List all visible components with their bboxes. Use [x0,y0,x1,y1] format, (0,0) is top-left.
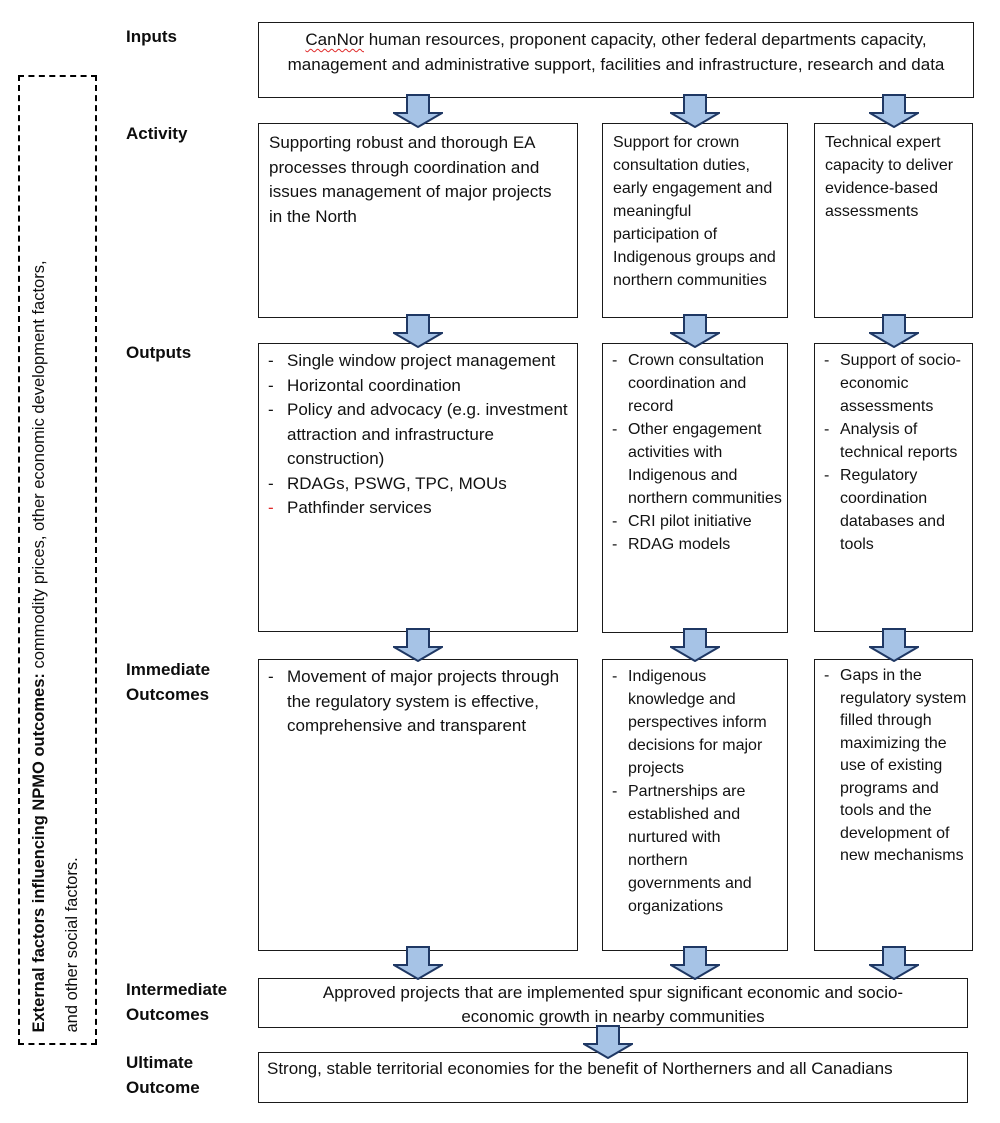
outputs-box-1: - Single window project management - Hor… [258,343,578,632]
activity-text-2: Support for crown consultation duties, e… [613,134,776,289]
bullet-text: Horizontal coordination [287,375,461,395]
label-outputs: Outputs [126,343,192,362]
bullet-text: CRI pilot initiative [628,513,752,530]
down-arrow-icon [667,946,723,981]
external-factors-box [18,75,97,1045]
bullet-text: Indigenous knowledge and perspectives in… [628,668,767,777]
down-arrow-icon [667,628,723,663]
label-immediate: Immediate Outcomes [126,660,211,704]
list-item: - Horizontal coordination [265,374,573,399]
list-item: - Partnerships are established and nurtu… [609,780,783,918]
label-inputs: Inputs [126,27,177,46]
list-item: - Policy and advocacy (e.g. investment a… [265,398,573,472]
bullet-text: Regulatory coordination databases and to… [840,467,945,553]
list-item: - Crown consultation coordination and re… [609,349,783,418]
label-ultimate: Ultimate Outcome [126,1053,200,1097]
down-arrow-icon [667,94,723,129]
immediate-box-2: - Indigenous knowledge and perspectives … [602,659,788,951]
bullet-dash: - [268,351,274,370]
immediate-box-1: - Movement of major projects through the… [258,659,578,951]
list-item: - RDAGs, PSWG, TPC, MOUs [265,472,573,497]
down-arrow-icon [390,946,446,981]
list-item: - Pathfinder services [265,496,573,521]
bullet-dash: - [824,667,830,684]
immediate-box-3: - Gaps in the regulatory system filled t… [814,659,973,951]
list-item: - Analysis of technical reports [821,418,968,464]
bullet-text: RDAG models [628,536,731,553]
bullet-text: Partnerships are established and nurture… [628,783,752,915]
bullet-dash: - [612,352,618,369]
down-arrow-icon [667,314,723,349]
list-item: - Indigenous knowledge and perspectives … [609,665,783,780]
ultimate-box: Strong, stable territorial economies for… [258,1052,968,1103]
list-item: - RDAG models [609,533,783,556]
inputs-text: human resources, proponent capacity, oth… [287,30,945,74]
external-factors-text: External factors influencing NPMO outcom… [23,88,91,1033]
bullet-dash: - [268,375,274,395]
down-arrow-icon [866,628,922,663]
down-arrow-icon [390,314,446,349]
down-arrow-icon [390,94,446,129]
bullet-text: Pathfinder services [287,498,432,517]
down-arrow-icon [580,1025,636,1060]
external-factors-line2: and other social factors. [63,857,81,1033]
outputs-box-3: - Support of socio-economic assessments … [814,343,973,632]
bullet-dash: - [824,467,830,484]
ultimate-text: Strong, stable territorial economies for… [267,1059,893,1078]
bullet-dash: - [268,498,274,517]
outputs-box-2: - Crown consultation coordination and re… [602,343,788,633]
bullet-dash: - [268,473,274,493]
bullet-dash: - [612,513,618,530]
external-factors-bold: External factors influencing NPMO outcom… [30,673,48,1033]
list-item: - Gaps in the regulatory system filled t… [821,665,968,868]
bullet-dash: - [612,421,618,438]
external-factors-rest: commodity prices, other economic develop… [30,260,48,674]
bullet-text: RDAGs, PSWG, TPC, MOUs [287,473,507,493]
down-arrow-icon [866,94,922,129]
bullet-text: Gaps in the regulatory system filled thr… [840,667,967,864]
list-item: - Support of socio-economic assessments [821,349,968,418]
bullet-dash: - [612,536,618,553]
inputs-cannor-word: CanNor [305,30,364,49]
bullet-dash: - [612,668,618,685]
list-item: - Regulatory coordination databases and … [821,464,968,556]
bullet-dash: - [824,352,830,369]
bullet-text: Policy and advocacy (e.g. investment att… [287,400,568,468]
activity-text-3: Technical expert capacity to deliver evi… [825,134,954,220]
activity-box-3: Technical expert capacity to deliver evi… [814,123,973,318]
bullet-dash: - [824,421,830,438]
list-item: - Other engagement activities with Indig… [609,418,783,510]
list-item: - Single window project management [265,349,573,374]
bullet-text: Movement of major projects through the r… [287,667,560,735]
bullet-text: Other engagement activities with Indigen… [628,421,782,507]
intermediate-text: Approved projects that are implemented s… [322,983,904,1026]
bullet-text: Analysis of technical reports [840,421,958,461]
bullet-text: Crown consultation coordination and reco… [628,352,765,415]
bullet-dash: - [268,667,274,686]
bullet-dash: - [612,783,618,800]
label-activity: Activity [126,124,188,143]
list-item: - Movement of major projects through the… [265,665,573,739]
bullet-dash: - [268,400,274,419]
activity-box-2: Support for crown consultation duties, e… [602,123,788,318]
down-arrow-icon [866,946,922,981]
down-arrow-icon [866,314,922,349]
list-item: - CRI pilot initiative [609,510,783,533]
intermediate-box: Approved projects that are implemented s… [258,978,968,1028]
inputs-box: CanNor human resources, proponent capaci… [258,22,974,98]
activity-text-1: Supporting robust and thorough EA proces… [269,133,552,226]
label-intermediate: Intermediate Outcomes [126,980,228,1024]
activity-box-1: Supporting robust and thorough EA proces… [258,123,578,318]
down-arrow-icon [390,628,446,663]
bullet-text: Single window project management [287,351,556,370]
bullet-text: Support of socio-economic assessments [840,352,961,415]
